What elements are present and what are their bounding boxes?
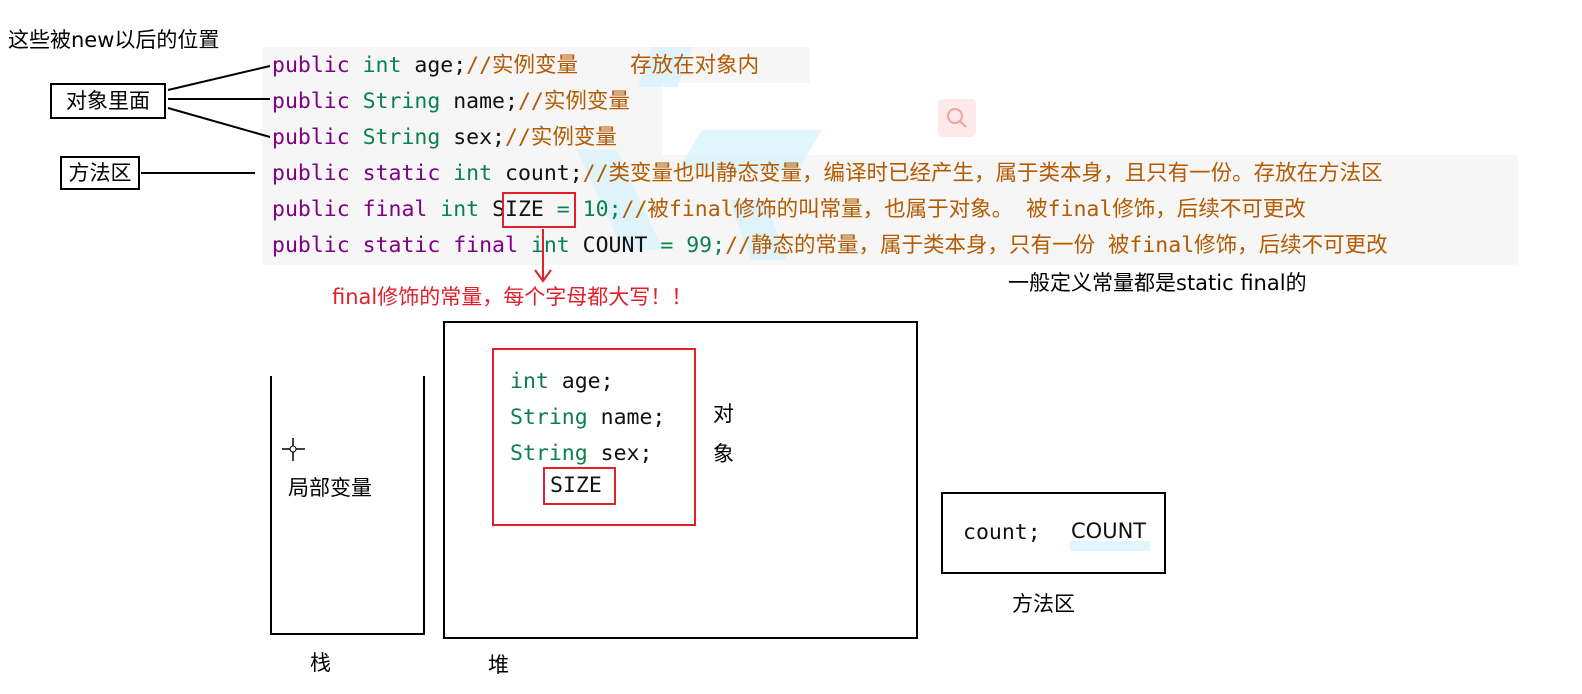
method-area-caption: 方法区 (1012, 592, 1075, 616)
field-name: age; (561, 369, 614, 394)
stack-label: 栈 (310, 651, 331, 675)
object-label-2: 象 (713, 442, 734, 466)
code-token: public (272, 197, 363, 222)
code-token: public (272, 233, 363, 258)
code-token: public (272, 53, 363, 78)
field-name: sex; (600, 441, 653, 466)
top-label: 这些被new以后的位置 (8, 28, 220, 52)
code-line: public int age;//实例变量 存放在对象内 (272, 55, 759, 77)
stack-outline (270, 376, 425, 635)
code-line: public static int count;//类变量也叫静态变量，编译时已… (272, 163, 1383, 185)
code-token: count; (505, 161, 583, 186)
code-token: final (453, 233, 531, 258)
code-token: age; (414, 53, 467, 78)
code-token: final (362, 197, 441, 222)
search-button[interactable] (938, 99, 976, 137)
count-constant-token: COUNT (582, 233, 648, 258)
object-field: int age; (510, 364, 665, 400)
code-comment: //被final修饰的叫常量，也属于对象。 被final修饰，后续不可更改 (621, 197, 1306, 222)
method-area-box (941, 492, 1166, 574)
code-token: = 10; (543, 197, 622, 222)
code-token: int (362, 53, 415, 78)
code-line: public static final int COUNT = 99;//静态的… (272, 235, 1388, 257)
method-area-label: 方法区 (60, 156, 140, 190)
code-token: public (272, 89, 363, 114)
method-area-COUNT: COUNT (1071, 519, 1147, 543)
code-comment: //实例变量 (517, 89, 630, 114)
code-token: int (530, 233, 583, 258)
code-token: int (440, 197, 493, 222)
search-icon (947, 108, 967, 128)
size-token: SIZE (492, 197, 544, 222)
code-token: int (453, 161, 505, 186)
object-field: String sex; (510, 436, 665, 472)
heap-box (443, 321, 918, 639)
code-background-3 (262, 155, 1518, 265)
field-type: int (510, 369, 549, 394)
size-highlight-box (502, 192, 576, 228)
general-note: 一般定义常量都是static final的 (1008, 271, 1307, 295)
code-token: name; (453, 89, 518, 114)
code-token: String (362, 89, 454, 114)
method-area-count: count; (963, 520, 1041, 545)
code-token: public (272, 125, 363, 150)
code-line: public final int SIZE = 10;//被final修饰的叫常… (272, 199, 1306, 221)
object-label-1: 对 (713, 402, 734, 426)
field-type: String (510, 405, 588, 430)
connector-line (167, 65, 271, 91)
final-note: final修饰的常量，每个字母都大写！！ (332, 285, 693, 309)
code-token: static (362, 233, 454, 258)
code-line: public String sex;//实例变量 (272, 127, 617, 149)
code-token: String (362, 125, 454, 150)
code-token: = 99; (647, 233, 726, 258)
connector-line (167, 107, 271, 138)
stack-content: 局部变量 (288, 476, 372, 500)
field-name: name; (600, 405, 666, 430)
object-field: String name; (510, 400, 665, 436)
code-token: sex; (453, 125, 505, 150)
heap-size-label: SIZE (550, 473, 602, 498)
object-box (492, 348, 696, 526)
code-token: public (272, 161, 363, 186)
code-line: public String name;//实例变量 (272, 91, 630, 113)
code-background (262, 47, 810, 83)
red-arrow-head (534, 269, 552, 283)
object-inside-label: 对象里面 (50, 83, 166, 119)
heap-label: 堆 (488, 653, 509, 677)
code-comment: //类变量也叫静态变量，编译时已经产生，属于类本身，且只有一份。存放在方法区 (582, 161, 1383, 186)
code-background-2 (262, 83, 662, 155)
object-fields: int age; String name; String sex; (510, 364, 665, 472)
field-type: String (510, 441, 588, 466)
code-comment: //实例变量 (466, 53, 579, 78)
heap-size-box (543, 467, 616, 505)
code-token: static (362, 161, 454, 186)
code-comment-extra: 存放在对象内 (630, 53, 760, 78)
crosshair-cursor-icon (282, 438, 305, 461)
code-comment: //静态的常量，属于类本身，只有一份 被final修饰，后续不可更改 (725, 233, 1388, 258)
watermark-shape-5 (1070, 541, 1150, 551)
code-comment: //实例变量 (505, 125, 617, 150)
